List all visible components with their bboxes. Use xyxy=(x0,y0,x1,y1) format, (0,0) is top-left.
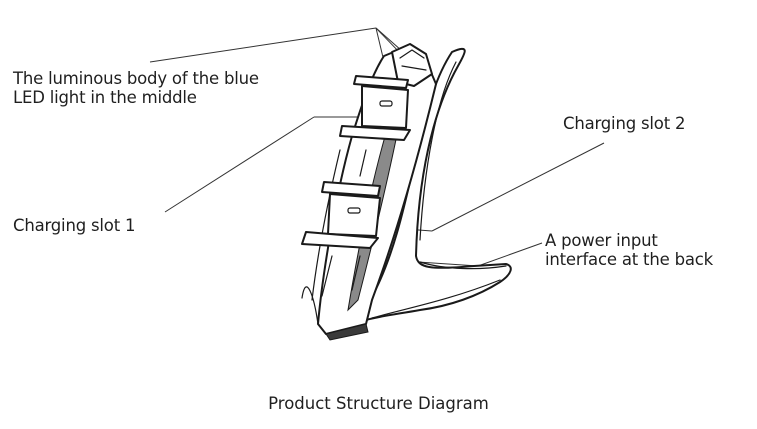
slot-upper-tray xyxy=(339,125,411,141)
slot-upper-top-lip xyxy=(353,75,409,89)
rib-2 xyxy=(351,255,361,291)
base-front-edge xyxy=(371,279,501,319)
column-side-line xyxy=(311,149,341,301)
label-power-input: A power input interface at the back xyxy=(545,231,713,269)
leader-power xyxy=(477,242,543,267)
charging-stand xyxy=(301,43,512,341)
leader-led-top xyxy=(149,27,377,63)
slot-upper-back xyxy=(361,85,409,129)
column-bottom xyxy=(325,323,369,341)
slot-lower-top-lip xyxy=(321,181,381,197)
slot-upper-connector xyxy=(379,100,393,107)
leader-power-horizontal xyxy=(417,261,479,267)
column-left-edge xyxy=(301,286,319,325)
label-charging-slot-2: Charging slot 2 xyxy=(563,114,686,133)
slot-lower-back xyxy=(327,193,381,237)
spine-edge-line xyxy=(419,61,457,241)
rib-1 xyxy=(359,149,367,177)
slot-lower-connector xyxy=(347,207,361,214)
leader-lines xyxy=(149,27,605,267)
leader-slot1 xyxy=(164,116,315,213)
label-led-line1: The luminous body of the blue xyxy=(13,69,259,88)
slot-lower-tray xyxy=(301,231,379,249)
diagram-caption: Product Structure Diagram xyxy=(268,394,489,413)
label-charging-slot-1: Charging slot 1 xyxy=(13,216,136,235)
led-top-edge xyxy=(399,49,425,59)
base-foot-edge xyxy=(419,261,507,270)
led-ridge xyxy=(401,65,427,71)
rib-3 xyxy=(321,255,333,297)
leader-slot2 xyxy=(431,142,605,232)
label-led-light: The luminous body of the blue LED light … xyxy=(13,69,259,107)
label-power-line1: A power input xyxy=(545,231,658,250)
label-power-line2: interface at the back xyxy=(545,250,713,269)
label-led-line2: LED light in the middle xyxy=(13,88,197,107)
